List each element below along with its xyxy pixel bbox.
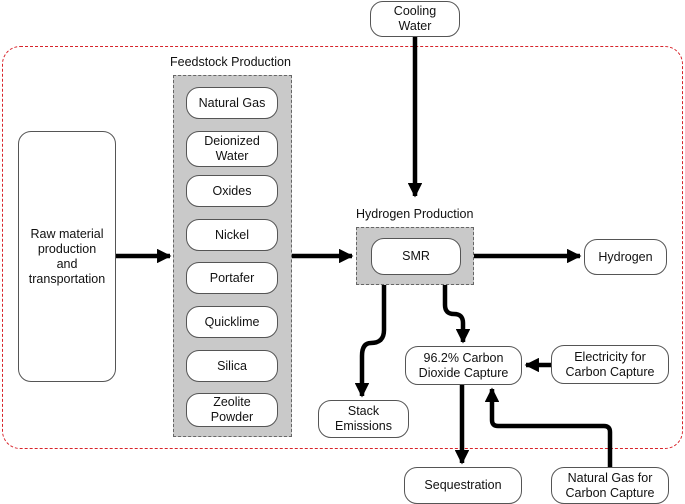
feedstock-item: Portafer	[186, 262, 278, 294]
hydrogen-box: Hydrogen	[584, 239, 667, 275]
smr-box: SMR	[371, 238, 461, 275]
feedstock-item: Quicklime	[186, 306, 278, 338]
feedstock-item: Deionized Water	[186, 131, 278, 167]
feedstock-item: Oxides	[186, 175, 278, 207]
arrow-smr-to-stack-emissions	[354, 285, 387, 398]
system-boundary	[2, 46, 683, 449]
arrow-natural-gas-to-carbon-capture	[484, 387, 613, 467]
cooling-water-box: Cooling Water	[370, 1, 460, 37]
feedstock-item: Natural Gas	[186, 87, 278, 119]
sequestration-box: Sequestration	[404, 467, 522, 504]
feedstock-item: Silica	[186, 350, 278, 382]
feedstock-item: Zeolite Powder	[186, 393, 278, 427]
feedstock-item: Nickel	[186, 219, 278, 251]
arrow-smr-to-carbon-capture	[442, 285, 471, 344]
natural-gas-cc-box: Natural Gas for Carbon Capture	[551, 467, 669, 504]
carbon-capture-box: 96.2% Carbon Dioxide Capture	[405, 346, 522, 385]
raw-material-box: Raw material production and transportati…	[18, 131, 116, 382]
hydrogen-production-title: Hydrogen Production	[356, 207, 474, 221]
electricity-box: Electricity for Carbon Capture	[551, 345, 669, 384]
feedstock-title: Feedstock Production	[170, 55, 291, 69]
stack-emissions-box: Stack Emissions	[318, 400, 409, 438]
